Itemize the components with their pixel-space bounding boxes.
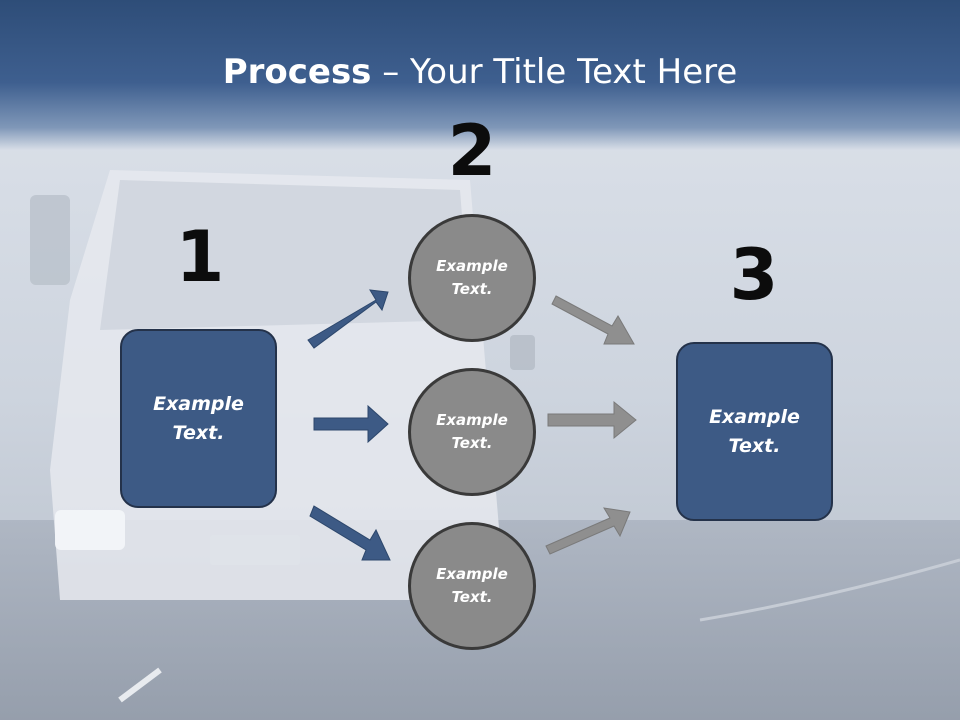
- step-1-box[interactable]: Example Text.: [120, 329, 277, 508]
- slide-title: Process – Your Title Text Here: [0, 52, 960, 92]
- step-2-circle-bottom[interactable]: Example Text.: [408, 522, 536, 650]
- arrow-1-to-top: [307, 289, 389, 349]
- step-2-circle-middle-text: Example Text.: [436, 411, 508, 452]
- header-band: [0, 0, 960, 150]
- arrow-bottom-to-3: [545, 507, 631, 555]
- step-2-circle-top-text: Example Text.: [436, 257, 508, 298]
- step-3-text: Example Text.: [709, 405, 800, 457]
- step-2-circle-bottom-text: Example Text.: [436, 565, 508, 606]
- arrow-1-to-middle: [313, 404, 389, 444]
- step-1-text: Example Text.: [153, 392, 244, 444]
- step-2-number: 2: [447, 110, 497, 192]
- step-3-number: 3: [729, 234, 779, 316]
- arrow-1-to-bottom: [309, 505, 391, 561]
- step-1-number: 1: [175, 216, 225, 298]
- title-rest: – Your Title Text Here: [371, 52, 738, 92]
- step-3-box[interactable]: Example Text.: [676, 342, 833, 521]
- arrow-top-to-3: [551, 295, 635, 345]
- arrow-middle-to-3: [547, 400, 637, 440]
- title-bold: Process: [222, 52, 372, 92]
- step-2-circle-middle[interactable]: Example Text.: [408, 368, 536, 496]
- step-2-circle-top[interactable]: Example Text.: [408, 214, 536, 342]
